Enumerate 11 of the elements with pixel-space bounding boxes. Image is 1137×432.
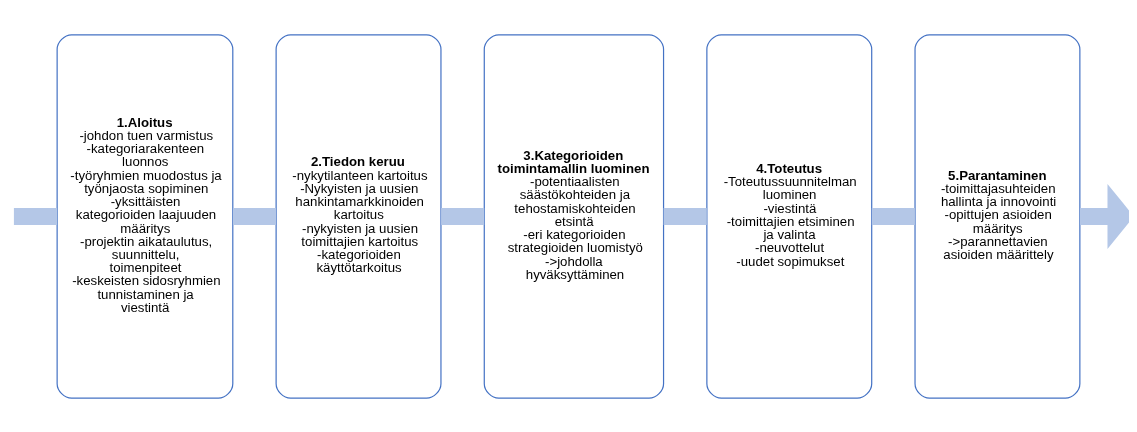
connector (13, 207, 58, 225)
connector (663, 207, 707, 225)
node-box: 2.Tiedon keruu -nykytilanteen kartoitus -Nykyisten ja uusien hankintamarkkinoiden kartoitus -nykyisten ja uusien toimittajien kartoitus -kategorioiden käyttötarkoitus (275, 33, 442, 399)
node-box: 3.Kategorioiden toimintamallin luominen -potentiaalisten säästökohteiden ja tehostamiskohteiden etsintä -eri kategorioiden strategioiden luomistyö ->johdolla hyväksyttäminen (483, 33, 665, 399)
node-box: 5.Parantaminen -toimittajasuhteiden hallinta ja innovointi -opittujen asioiden määritys ->parannettavien asioiden määrittely (914, 33, 1081, 399)
arrow (1080, 183, 1129, 249)
connector (232, 207, 276, 225)
node-box: 4.Toteutus -Toteutussuunnitelman luominen -viestintä -toimittajien etsiminen ja valinta -neuvottelut -uudet sopimukset (706, 33, 873, 399)
connector (441, 207, 485, 225)
node-box: 1.Aloitus -johdon tuen varmistus -kategoriarakenteen luonnos -työryhmien muodostus ja työnjaosta sopiminen -yksittäisten kategorioiden laajuuden määritys -projektin aikataulutus, suunnittelu, toimenpiteet -keskeisten sidosryhmien tunnistaminen ja viestintä (56, 33, 234, 399)
connector (871, 207, 915, 225)
